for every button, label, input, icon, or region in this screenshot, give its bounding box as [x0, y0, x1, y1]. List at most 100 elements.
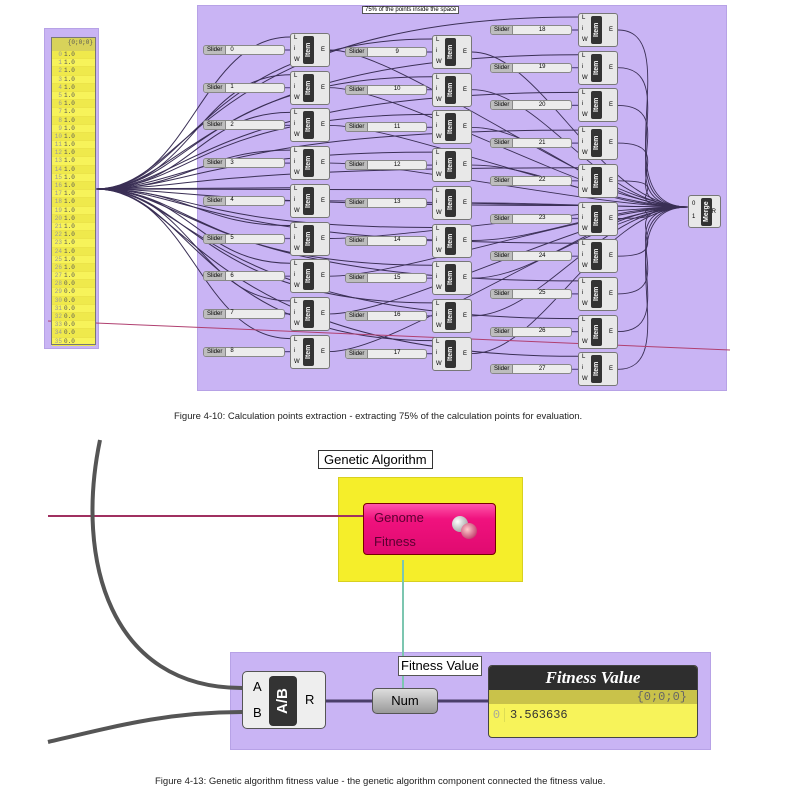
input-l[interactable]: L [582, 15, 586, 21]
input-w[interactable]: W [294, 320, 300, 327]
output-e[interactable]: E [462, 86, 467, 93]
slider-value[interactable]: 0 [230, 46, 234, 53]
input-w[interactable]: W [294, 245, 300, 252]
output-e[interactable]: E [462, 162, 467, 169]
slider-value[interactable]: 5 [230, 235, 234, 241]
output-e[interactable]: E [608, 140, 613, 147]
input-i[interactable]: i [436, 349, 438, 356]
slider-value[interactable]: 7 [230, 310, 234, 317]
slider-value[interactable]: 25 [538, 290, 546, 297]
output-e[interactable]: E [320, 47, 325, 53]
input-i[interactable]: i [436, 274, 438, 281]
input-l[interactable]: L [294, 148, 298, 155]
slider-value[interactable]: 16 [393, 312, 401, 319]
input-w[interactable]: W [582, 300, 588, 307]
input-i[interactable]: i [294, 83, 296, 90]
slider-value[interactable]: 11 [394, 123, 401, 130]
input-w[interactable]: W [582, 338, 588, 345]
input-i[interactable]: i [436, 311, 438, 318]
output-e[interactable]: E [608, 27, 613, 33]
input-i[interactable]: i [294, 46, 296, 52]
input-i[interactable]: i [436, 123, 438, 130]
input-i[interactable]: i [436, 161, 438, 168]
division-component[interactable]: A B A/B R [242, 671, 326, 729]
input-w[interactable]: W [582, 263, 588, 270]
output-e[interactable]: E [608, 215, 613, 222]
input-i[interactable]: i [582, 139, 584, 146]
input-w[interactable]: W [582, 37, 588, 43]
input-i[interactable]: i [436, 85, 438, 92]
input-w[interactable]: W [436, 172, 442, 179]
input-w[interactable]: W [436, 360, 442, 367]
num-parameter[interactable]: Num [372, 688, 438, 714]
output-e[interactable]: E [462, 49, 467, 55]
input-w[interactable]: W [294, 283, 300, 290]
input-w[interactable]: W [582, 376, 588, 383]
input-l[interactable]: L [582, 316, 586, 323]
output-e[interactable]: E [462, 312, 467, 319]
input-w[interactable]: W [582, 225, 588, 232]
slider-value[interactable]: 6 [230, 272, 234, 279]
input-w[interactable]: W [582, 187, 588, 194]
input-1[interactable]: 1 [692, 214, 696, 220]
output-e[interactable]: E [608, 253, 613, 260]
slider-value[interactable]: 2 [230, 121, 234, 128]
input-l[interactable]: L [436, 74, 440, 81]
slider-value[interactable]: 17 [393, 350, 401, 357]
input-i[interactable]: i [582, 289, 584, 296]
slider-value[interactable]: 22 [538, 177, 546, 184]
input-l[interactable]: L [294, 336, 298, 343]
input-l[interactable]: L [436, 225, 440, 232]
input-l[interactable]: L [436, 263, 440, 270]
input-l[interactable]: L [582, 165, 586, 172]
input-i[interactable]: i [294, 159, 296, 166]
output-e[interactable]: E [320, 197, 325, 204]
input-i[interactable]: i [582, 101, 584, 108]
input-w[interactable]: W [582, 150, 588, 157]
input-i[interactable]: i [582, 327, 584, 334]
input-w[interactable]: W [582, 74, 588, 81]
input-i[interactable]: i [294, 347, 296, 354]
input-i[interactable]: i [582, 176, 584, 183]
output-e[interactable]: E [608, 366, 613, 373]
input-l[interactable]: L [294, 110, 298, 117]
output-e[interactable]: E [320, 84, 325, 91]
input-w[interactable]: W [436, 59, 442, 65]
input-a[interactable]: A [253, 679, 262, 694]
slider-value[interactable]: 15 [393, 274, 401, 281]
input-i[interactable]: i [582, 252, 584, 259]
input-l[interactable]: L [582, 354, 586, 361]
output-e[interactable]: E [608, 290, 613, 297]
output-e[interactable]: E [320, 160, 325, 167]
